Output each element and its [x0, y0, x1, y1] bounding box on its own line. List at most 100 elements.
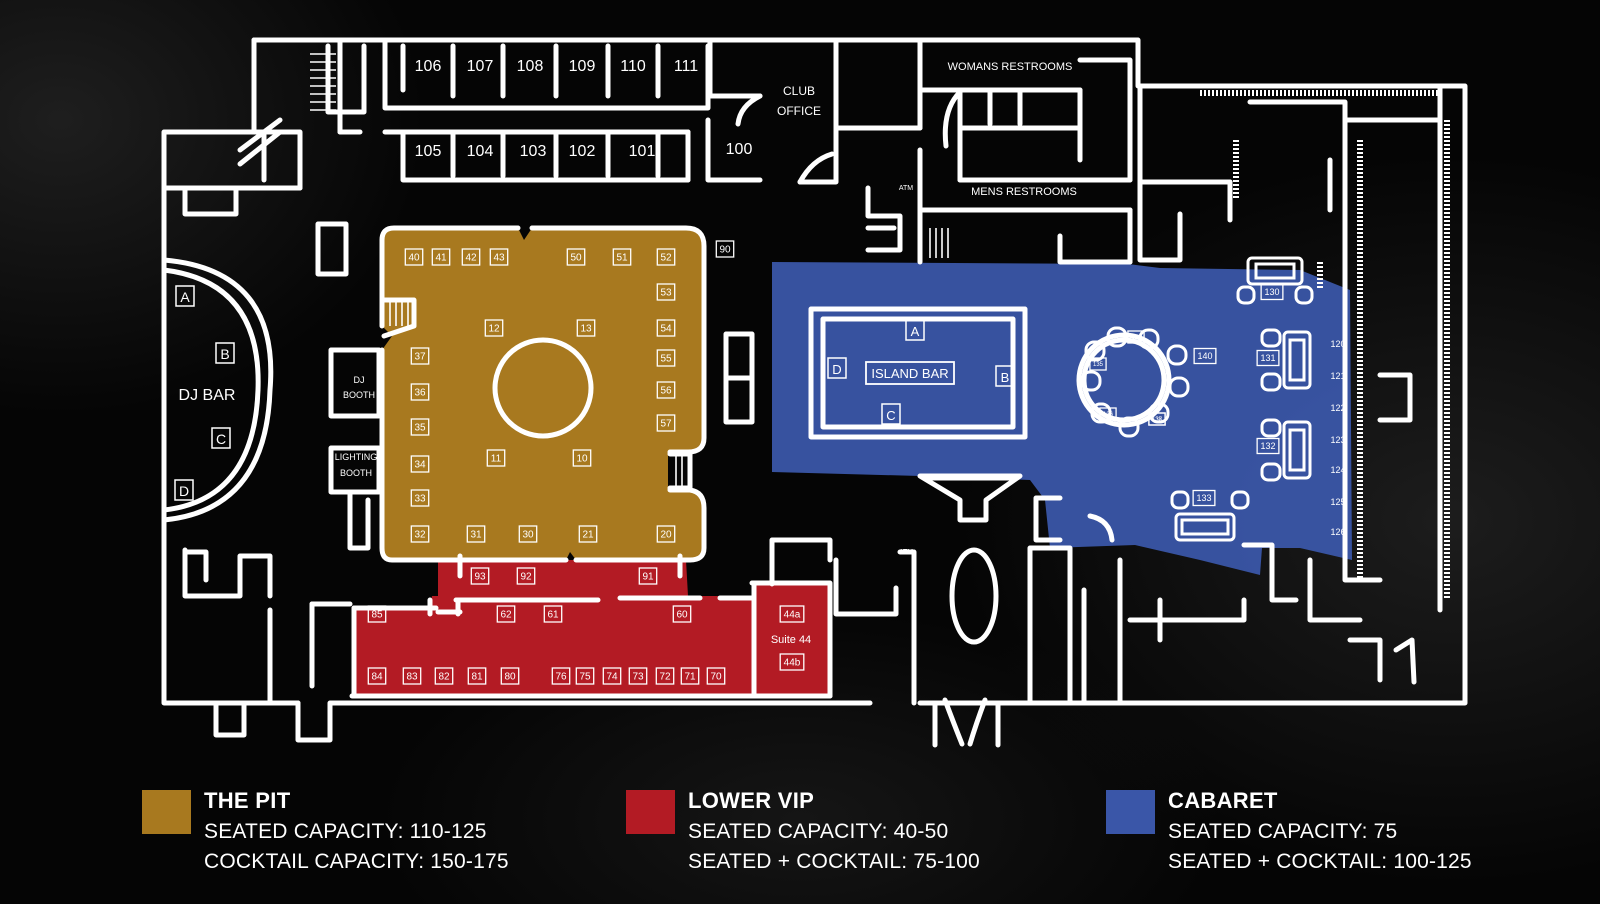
- room-108: 108: [517, 58, 544, 75]
- vip-table-76[interactable]: 76: [555, 672, 567, 683]
- pit-table-31[interactable]: 31: [470, 530, 482, 541]
- pit-table-56[interactable]: 56: [660, 386, 672, 397]
- vip-zone[interactable]: [354, 560, 830, 696]
- pit-table-box-55: [656, 349, 676, 367]
- cabaret-table-133[interactable]: 133: [1196, 493, 1211, 503]
- cabaret-seat-137[interactable]: 137: [1152, 417, 1163, 423]
- pit-table-41[interactable]: 41: [435, 253, 447, 264]
- island-bar-label: ISLAND BAR: [871, 366, 948, 381]
- pit-table-51[interactable]: 51: [616, 253, 628, 264]
- zones: [354, 228, 1352, 696]
- pit-table-54[interactable]: 54: [660, 324, 672, 335]
- vip-table-81[interactable]: 81: [471, 672, 483, 683]
- vip-table-71[interactable]: 71: [684, 672, 696, 683]
- vip-table-44a[interactable]: 44a: [784, 610, 801, 621]
- vip-table-70[interactable]: 70: [710, 672, 722, 683]
- dj-station-c: C: [216, 431, 226, 447]
- dj-bar-stations: [174, 285, 235, 501]
- cabaret-seat-135[interactable]: 135: [1093, 362, 1104, 368]
- cabaret-table-140[interactable]: 140: [1197, 351, 1212, 361]
- cabaret-seat-136[interactable]: 136: [1103, 412, 1114, 418]
- vip-title: LOWER VIP: [688, 788, 815, 813]
- pit-table-33[interactable]: 33: [414, 494, 426, 505]
- vip-table-74[interactable]: 74: [606, 672, 618, 683]
- vip-table-72[interactable]: 72: [659, 672, 671, 683]
- pit-table-box-36: [410, 383, 430, 401]
- cabaret-table-123[interactable]: 123: [1330, 435, 1345, 445]
- cabaret-table-box-130: [1260, 283, 1284, 301]
- cabaret-seat-box-138: [1148, 412, 1166, 426]
- vip-table-44b[interactable]: 44b: [784, 658, 801, 669]
- pit-table-34[interactable]: 34: [414, 460, 426, 471]
- room-105: 105: [415, 143, 442, 160]
- pit-table-53[interactable]: 53: [660, 288, 672, 299]
- pit-table-52[interactable]: 52: [660, 253, 672, 264]
- pit-table-10[interactable]: 10: [576, 454, 588, 465]
- table-markers: 40 41 42 43 50 51 52 53 54 55 56 57 12 13 37 36 35 34 33 32…: [367, 240, 1346, 685]
- pit-table-12[interactable]: 12: [488, 324, 500, 335]
- vip-table-75[interactable]: 75: [579, 672, 591, 683]
- cabaret-seat-138[interactable]: 138: [1152, 417, 1163, 423]
- pit-table-40[interactable]: 40: [408, 253, 420, 264]
- vip-table-73[interactable]: 73: [632, 672, 644, 683]
- cabaret-table-131[interactable]: 131: [1260, 353, 1275, 363]
- cabaret-table-120[interactable]: 120: [1330, 339, 1345, 349]
- mens-restrooms-label: MENS RESTROOMS: [971, 186, 1077, 198]
- cabaret-table-124[interactable]: 124: [1330, 465, 1345, 475]
- vip-table-62[interactable]: 62: [500, 610, 512, 621]
- vip-table-82[interactable]: 82: [438, 672, 450, 683]
- vip-table-93[interactable]: 93: [474, 572, 486, 583]
- pit-table-box-56: [656, 381, 676, 399]
- pit-table-32[interactable]: 32: [414, 530, 426, 541]
- vip-table-92[interactable]: 92: [520, 572, 532, 583]
- pit-table-50[interactable]: 50: [570, 253, 582, 264]
- cabaret-table-122[interactable]: 122: [1330, 403, 1345, 413]
- atm-label-bottom: ATM: [899, 549, 913, 556]
- pit-table-20[interactable]: 20: [660, 530, 672, 541]
- vip-table-box-71: [680, 667, 700, 685]
- vip-table-83[interactable]: 83: [406, 672, 418, 683]
- cabaret-seat-box-136: [1099, 407, 1117, 421]
- pit-table-35[interactable]: 35: [414, 423, 426, 434]
- vip-table-61[interactable]: 61: [547, 610, 559, 621]
- vip-table-box-62: [496, 605, 516, 623]
- vip-table-80[interactable]: 80: [504, 672, 516, 683]
- vip-table-85[interactable]: 85: [371, 610, 383, 621]
- pit-table-37[interactable]: 37: [414, 352, 426, 363]
- vip-seated-capacity: SEATED CAPACITY: 40-50: [688, 820, 949, 843]
- vip-table-91[interactable]: 91: [642, 572, 654, 583]
- cabaret-table-132[interactable]: 132: [1260, 441, 1275, 451]
- cabaret-table-box-131: [1256, 349, 1280, 367]
- pit-table-55[interactable]: 55: [660, 354, 672, 365]
- pit-title: THE PIT: [204, 788, 291, 813]
- pit-table-21[interactable]: 21: [582, 530, 594, 541]
- pit-zone[interactable]: [382, 228, 704, 560]
- pit-table-36[interactable]: 36: [414, 388, 426, 399]
- lighting-booth-line2: BOOTH: [340, 468, 372, 478]
- cabaret-table-121[interactable]: 121: [1330, 371, 1345, 381]
- pit-table-43[interactable]: 43: [493, 253, 505, 264]
- cabaret-table-125[interactable]: 125: [1330, 497, 1345, 507]
- vip-table-box-44b: [779, 653, 805, 671]
- vip-table-box-82: [434, 667, 454, 685]
- pit-table-42[interactable]: 42: [465, 253, 477, 264]
- dj-booth-line2: BOOTH: [343, 390, 375, 400]
- vip-table-box-70: [706, 667, 726, 685]
- pit-table-57[interactable]: 57: [660, 419, 672, 430]
- cabaret-seat-134[interactable]: 134: [1131, 335, 1142, 341]
- cabaret-table-box-140: [1193, 347, 1217, 365]
- vip-table-84[interactable]: 84: [371, 672, 383, 683]
- cabaret-table-126[interactable]: 126: [1330, 527, 1345, 537]
- vip-table-60[interactable]: 60: [676, 610, 688, 621]
- pit-table-30[interactable]: 30: [522, 530, 534, 541]
- cabaret-seat-box-135: [1089, 357, 1107, 371]
- vip-seated-cocktail: SEATED + COCKTAIL: 75-100: [688, 850, 980, 873]
- cabaret-seated-capacity: SEATED CAPACITY: 75: [1168, 820, 1398, 843]
- cabaret-table-130[interactable]: 130: [1264, 287, 1279, 297]
- pit-table-11[interactable]: 11: [491, 454, 502, 465]
- pit-table-13[interactable]: 13: [580, 324, 592, 335]
- table-90[interactable]: 90: [719, 245, 731, 256]
- pit-table-box-12: [484, 319, 504, 337]
- room-102: 102: [569, 143, 596, 160]
